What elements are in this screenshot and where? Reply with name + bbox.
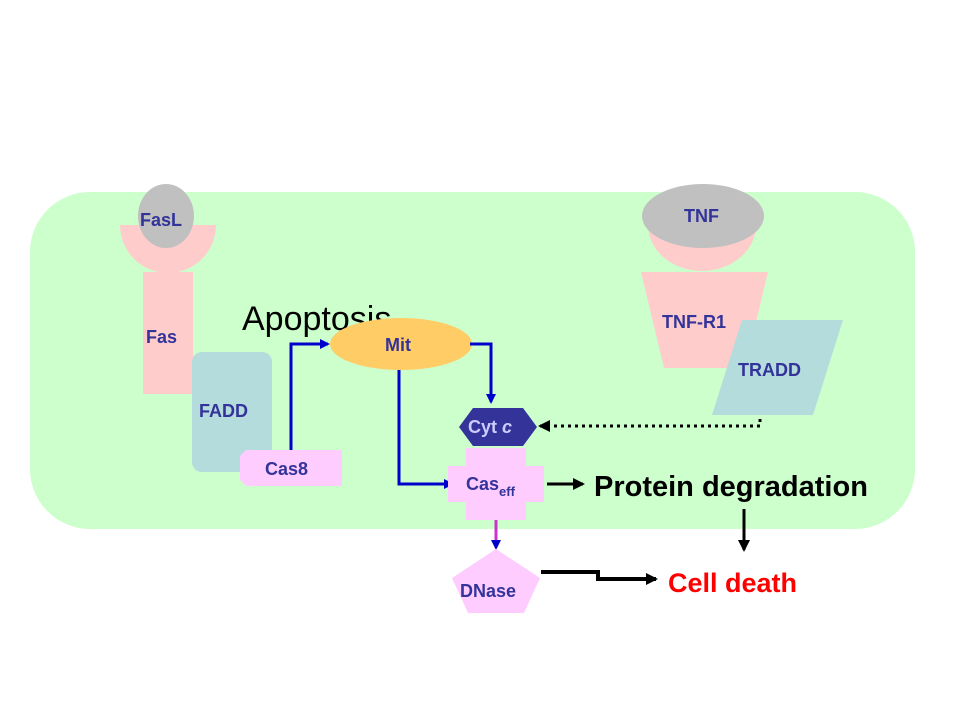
- fadd-adaptor: FADD: [192, 352, 272, 472]
- mit-label: Mit: [385, 335, 411, 355]
- cytc-label: Cyt c: [468, 417, 512, 437]
- fadd-label: FADD: [199, 401, 248, 421]
- cytc-main-text: Cyt: [468, 417, 502, 437]
- tradd-label: TRADD: [738, 360, 801, 380]
- arrow-tradd-to-cytc: [538, 412, 762, 432]
- caseff-label: Caseff: [466, 474, 516, 499]
- arrow-mit-to-caseff: [397, 370, 454, 489]
- protein-degradation-label: Protein degradation: [594, 471, 868, 503]
- cytc-node: Cyt c: [459, 408, 537, 446]
- cas8-node: Cas8: [240, 450, 342, 486]
- caseff-sub-text: eff: [499, 484, 516, 499]
- tnf-label: TNF: [684, 206, 719, 226]
- fasl-label: FasL: [140, 210, 182, 230]
- fasl-ligand: FasL: [138, 184, 194, 248]
- caseff-node: Caseff: [448, 448, 544, 520]
- cas8-label: Cas8: [265, 459, 308, 479]
- tnf-ligand: TNF: [642, 184, 764, 248]
- tradd-adaptor: TRADD: [712, 320, 843, 415]
- tnfr1-label: TNF-R1: [662, 312, 726, 332]
- arrow-mit-to-cytc: [470, 342, 496, 404]
- fas-label: Fas: [146, 327, 177, 347]
- fas-receptor: Fas: [120, 225, 216, 394]
- arrow-cas8-to-mit: [289, 339, 330, 450]
- caseff-main-text: Cas: [466, 474, 499, 494]
- cytc-italic-text: c: [502, 417, 512, 437]
- dnase-node: DNase: [452, 549, 540, 613]
- dnase-label: DNase: [460, 581, 516, 601]
- mitochondrion-node: Mit: [330, 318, 472, 370]
- cell-death-label: Cell death: [668, 568, 797, 598]
- arrow-dnase-to-celldeath: [541, 570, 658, 585]
